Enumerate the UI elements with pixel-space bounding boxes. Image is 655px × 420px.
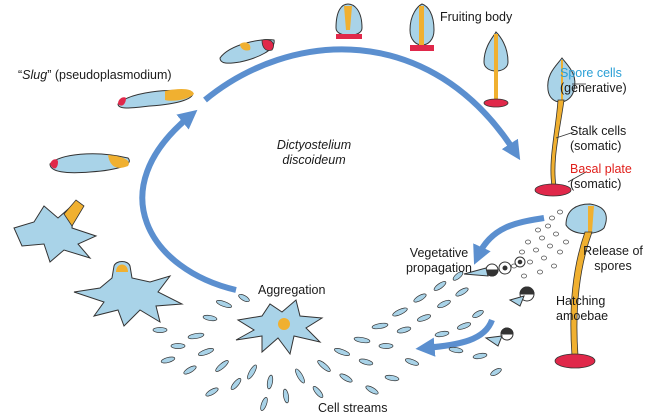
organism-name: Dictyostelium discoideum <box>264 138 364 168</box>
release-arrow <box>415 318 495 357</box>
slug-label: “Slug” (pseudoplasmodium) <box>18 68 172 83</box>
slug-stage-middle <box>117 89 194 109</box>
spore-cells-label: Spore cells (generative) <box>560 66 627 96</box>
aggregation-center <box>235 299 324 356</box>
mound-stage-tilted <box>13 199 98 263</box>
cycle-arrow-left <box>139 109 237 293</box>
cycle-arrow-top <box>203 46 521 161</box>
spore-cells-title: Spore cells <box>560 66 622 80</box>
hatching-amoebae-line-1: Hatching <box>556 294 606 308</box>
slug-label-word: Slug <box>22 68 48 82</box>
hatching-amoebae-line-2: amoebae <box>556 309 609 323</box>
release-of-spores-line-2: spores <box>594 259 632 273</box>
basal-plate-note: (somatic) <box>570 177 622 191</box>
release-of-spores-label: Release of spores <box>578 244 648 274</box>
stalk-cells-title: Stalk cells <box>570 124 627 138</box>
vegetative-propagation-label: Vegetative propagation <box>398 246 480 276</box>
fruiting-body-label: Fruiting body <box>440 10 513 24</box>
culmination-stage-3 <box>483 31 509 108</box>
leader-basal-plate <box>567 171 587 183</box>
released-spores <box>511 209 569 279</box>
organism-name-line-2: discoideum <box>282 153 346 167</box>
mound-stage-upright <box>73 261 184 327</box>
release-of-spores-line-1: Release of <box>583 244 643 258</box>
slug-stage-top <box>219 39 275 64</box>
slug-stage-lower <box>49 153 130 174</box>
mature-fruiting-body <box>534 57 576 197</box>
aggregation-label: Aggregation <box>258 283 326 297</box>
streaming-cells <box>152 271 502 411</box>
culmination-stage-2 <box>409 3 435 51</box>
vegetative-arrow <box>473 215 545 265</box>
cell-streams-label: Cell streams <box>318 401 388 415</box>
slug-label-rest: ” (pseudoplasmodium) <box>47 68 172 82</box>
culmination-stage-1 <box>335 3 363 39</box>
slug-label-open-quote: “ <box>18 68 23 82</box>
organism-name-line-1: Dictyostelium <box>276 138 352 152</box>
vegetative-propagation-line-2: propagation <box>405 261 473 275</box>
spore-cells-note: (generative) <box>560 81 627 95</box>
stalk-cells-note: (somatic) <box>570 139 622 153</box>
basal-plate-label: Basal plate (somatic) <box>570 162 632 192</box>
hatching-amoebae-label: Hatching amoebae <box>556 294 608 324</box>
stalk-cells-label: Stalk cells (somatic) <box>570 124 626 154</box>
basal-plate-title: Basal plate <box>570 162 632 176</box>
hatching-amoebae-group <box>463 256 535 347</box>
leader-stalk-cells <box>555 131 575 139</box>
releasing-fruiting-body <box>554 203 607 369</box>
vegetative-propagation-line-1: Vegetative <box>409 246 469 260</box>
